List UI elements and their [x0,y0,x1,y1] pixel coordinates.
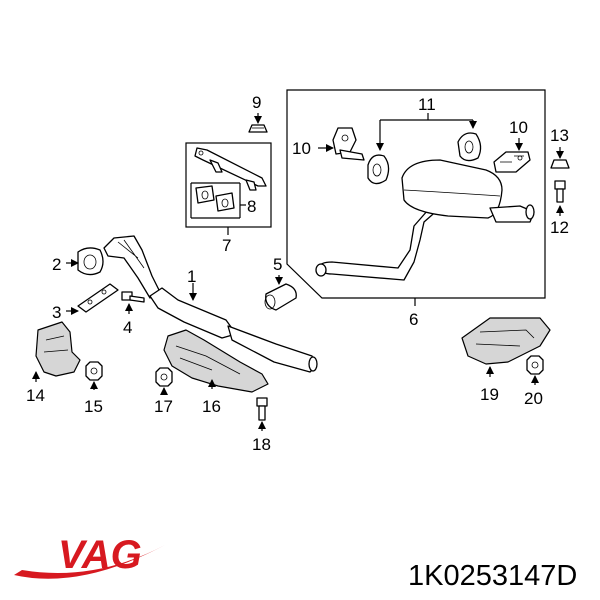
callout-10-left: 10 [292,139,311,158]
part-1-front-pipe [103,235,318,373]
part-17-nut [155,367,173,387]
part-18-bolt [256,397,268,421]
callout-12: 12 [550,218,569,237]
callout-9: 9 [252,93,261,112]
part-8-rubber-mounts [195,185,235,212]
callout-5: 5 [273,255,282,274]
part-11-rubber-rings [367,132,482,185]
callout-2: 2 [52,255,61,274]
part-3-bracket [77,283,119,313]
callout-10-right: 10 [509,118,528,137]
callout-4: 4 [123,318,132,337]
callout-3: 3 [52,303,61,322]
part-20-nut [526,355,544,375]
part-16-heat-shield [163,329,269,393]
part-7-hanger-bracket [194,147,267,191]
part-13-cap [550,159,570,169]
part-19-rear-heat-shield [461,317,551,365]
callout-7: 7 [222,236,231,255]
callout-13: 13 [550,126,569,145]
callout-16: 16 [202,397,221,416]
part-2-gasket [77,247,104,276]
part-6-rear-muffler [315,159,535,281]
callout-6: 6 [409,310,418,329]
callout-14: 14 [26,386,45,405]
callout-17: 17 [154,397,173,416]
part-number: 1K0253147D [408,560,577,592]
callout-11: 11 [418,95,436,114]
part-15-nut [85,361,103,381]
part-12-bolt [554,180,566,203]
part-10-left-hanger [332,127,365,161]
part-14-heat-shield [35,321,81,377]
callout-15: 15 [84,397,103,416]
callout-1: 1 [187,267,196,286]
part-10-right-hanger [493,151,531,173]
part-4-bolt [121,291,145,303]
callout-19: 19 [480,385,499,404]
part-9-cap [248,124,268,133]
part-5-clamp [264,283,297,311]
callout-20: 20 [524,389,543,408]
callout-8: 8 [247,197,256,216]
rear-section-frame [286,89,546,299]
brand-name: VAG [58,533,142,577]
callout-18: 18 [252,435,271,454]
vag-logo: VAG [14,533,165,579]
